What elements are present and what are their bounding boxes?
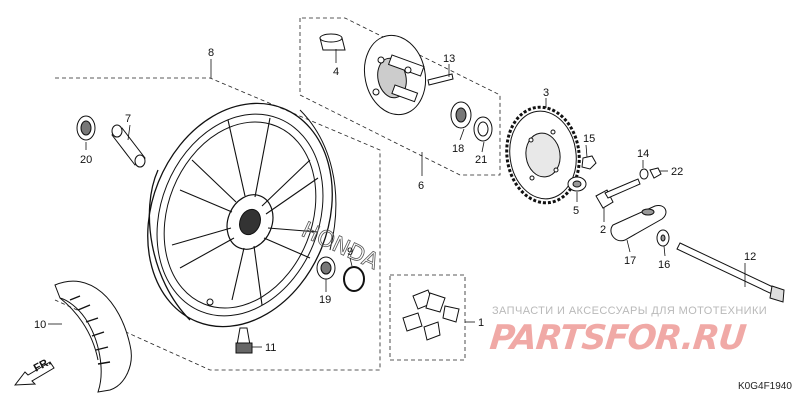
watermark-tagline: ЗАПЧАСТИ И АКСЕССУАРЫ ДЛЯ МОТОТЕХНИКИ	[492, 305, 768, 317]
bearing-18	[450, 101, 472, 129]
callout-12: 12	[744, 251, 756, 263]
valve-11	[235, 327, 253, 354]
callout-7: 7	[125, 113, 131, 125]
callout-21: 21	[475, 154, 487, 166]
wheel-assembly-outline	[54, 77, 381, 371]
hub-flange	[363, 34, 427, 116]
nut-15	[581, 155, 597, 170]
callout-19: 19	[319, 294, 331, 306]
bearing-20	[76, 115, 96, 141]
watermark-logo: PARTSFOR.RU	[487, 318, 748, 358]
stud-13	[427, 73, 454, 86]
collar-4	[319, 33, 346, 51]
nut-22	[649, 167, 662, 179]
axle-12	[676, 242, 785, 303]
callout-9: 9	[347, 246, 353, 258]
callout-1: 1	[478, 317, 484, 329]
callout-13: 13	[443, 53, 455, 65]
callout-5: 5	[573, 205, 579, 217]
rim-wheel: HONDA	[147, 102, 383, 328]
damper-rubbers	[402, 289, 460, 341]
leader-lines	[48, 49, 746, 348]
bolt-14	[639, 168, 649, 180]
hub-assembly-outline	[299, 17, 501, 176]
callouts: 8 7 20 4 13 3 6 18 21 15 5 14 22 2 17 16…	[34, 47, 756, 354]
adjuster-2	[595, 178, 641, 209]
front-direction-label: FR.	[32, 356, 53, 375]
callout-8: 8	[208, 47, 214, 59]
sprocket	[505, 105, 581, 205]
svg-text:HONDA: HONDA	[297, 218, 382, 275]
callout-3: 3	[543, 87, 549, 99]
callout-22: 22	[671, 166, 683, 178]
drawing-code: K0G4F1940	[738, 381, 792, 392]
collar-5	[567, 176, 587, 192]
plate-17	[610, 204, 667, 242]
washer-16	[656, 229, 670, 247]
seal-21	[473, 116, 493, 142]
callout-14: 14	[637, 148, 649, 160]
callout-16: 16	[658, 259, 670, 271]
callout-17: 17	[624, 255, 636, 267]
callout-2: 2	[600, 224, 606, 236]
callout-20: 20	[80, 154, 92, 166]
callout-6: 6	[418, 180, 424, 192]
front-direction-arrow: FR.	[13, 356, 55, 386]
callout-4: 4	[333, 66, 339, 78]
o-ring-9	[343, 266, 365, 292]
callout-11: 11	[265, 342, 276, 354]
callout-18: 18	[452, 143, 464, 155]
callout-10: 10	[34, 319, 46, 331]
callout-15: 15	[583, 133, 595, 145]
damper-box-outline	[389, 274, 466, 361]
tire	[54, 280, 132, 393]
collar-7	[111, 124, 146, 168]
bearing-19	[316, 256, 336, 280]
